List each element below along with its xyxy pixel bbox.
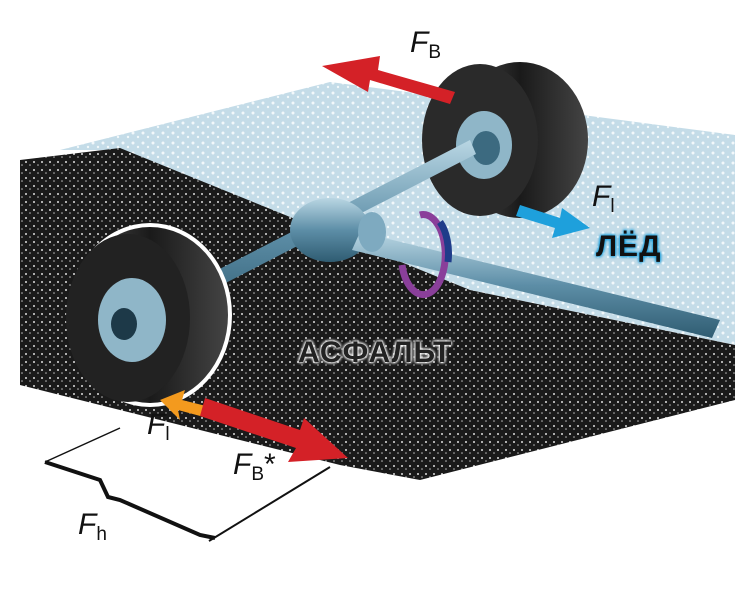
label-force-h: Fh bbox=[78, 508, 107, 545]
brake-force-arrow-top bbox=[322, 56, 455, 104]
ice-label: ЛЁД bbox=[596, 230, 662, 263]
rotation-arrow-icon bbox=[398, 211, 449, 299]
wheel-left bbox=[66, 223, 232, 407]
label-force-brake-asphalt: FB* bbox=[233, 448, 276, 485]
asphalt-label: АСФАЛЬТ bbox=[298, 336, 453, 369]
lateral-force-arrow-ice bbox=[516, 205, 590, 238]
wheel-right bbox=[422, 62, 588, 218]
brake-force-arrow-asphalt bbox=[200, 398, 348, 462]
label-force-lateral-ice: Fl bbox=[592, 180, 615, 217]
label-force-lateral-asphalt: Fl bbox=[147, 408, 170, 445]
asphalt-surface bbox=[20, 148, 735, 480]
force-h-bracket bbox=[44, 460, 216, 540]
label-force-brake-top: FB bbox=[410, 26, 442, 63]
